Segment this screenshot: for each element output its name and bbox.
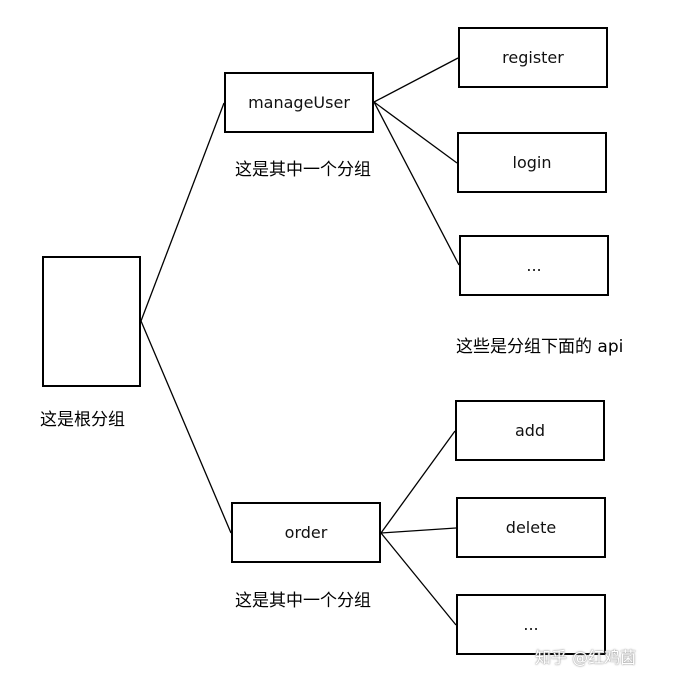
edge-group2-add	[380, 430, 456, 534]
edge-root-group2	[140, 320, 232, 534]
api-caption: 这些是分组下面的 api	[456, 337, 624, 357]
edge-group1-register	[373, 57, 459, 103]
delete-api-box: delete	[456, 497, 606, 558]
register-api-box: register	[458, 27, 608, 88]
edge-group2-more2	[380, 532, 457, 626]
root-caption: 这是根分组	[40, 410, 125, 430]
group2-caption: 这是其中一个分组	[235, 591, 371, 611]
more-api-box-2: ...	[456, 594, 606, 655]
more-api-box-1: ...	[459, 235, 609, 296]
watermark: 知乎 @红鸡菌	[535, 648, 637, 667]
edge-group1-more1	[373, 101, 460, 266]
edge-group2-delete	[380, 527, 457, 534]
add-api-box: add	[455, 400, 605, 461]
edge-root-group1	[140, 102, 225, 322]
edge-group1-login	[373, 101, 458, 164]
manageuser-group-box: manageUser	[224, 72, 374, 133]
group1-caption: 这是其中一个分组	[235, 160, 371, 180]
root-group-box	[42, 256, 141, 387]
order-group-box: order	[231, 502, 381, 563]
login-api-box: login	[457, 132, 607, 193]
